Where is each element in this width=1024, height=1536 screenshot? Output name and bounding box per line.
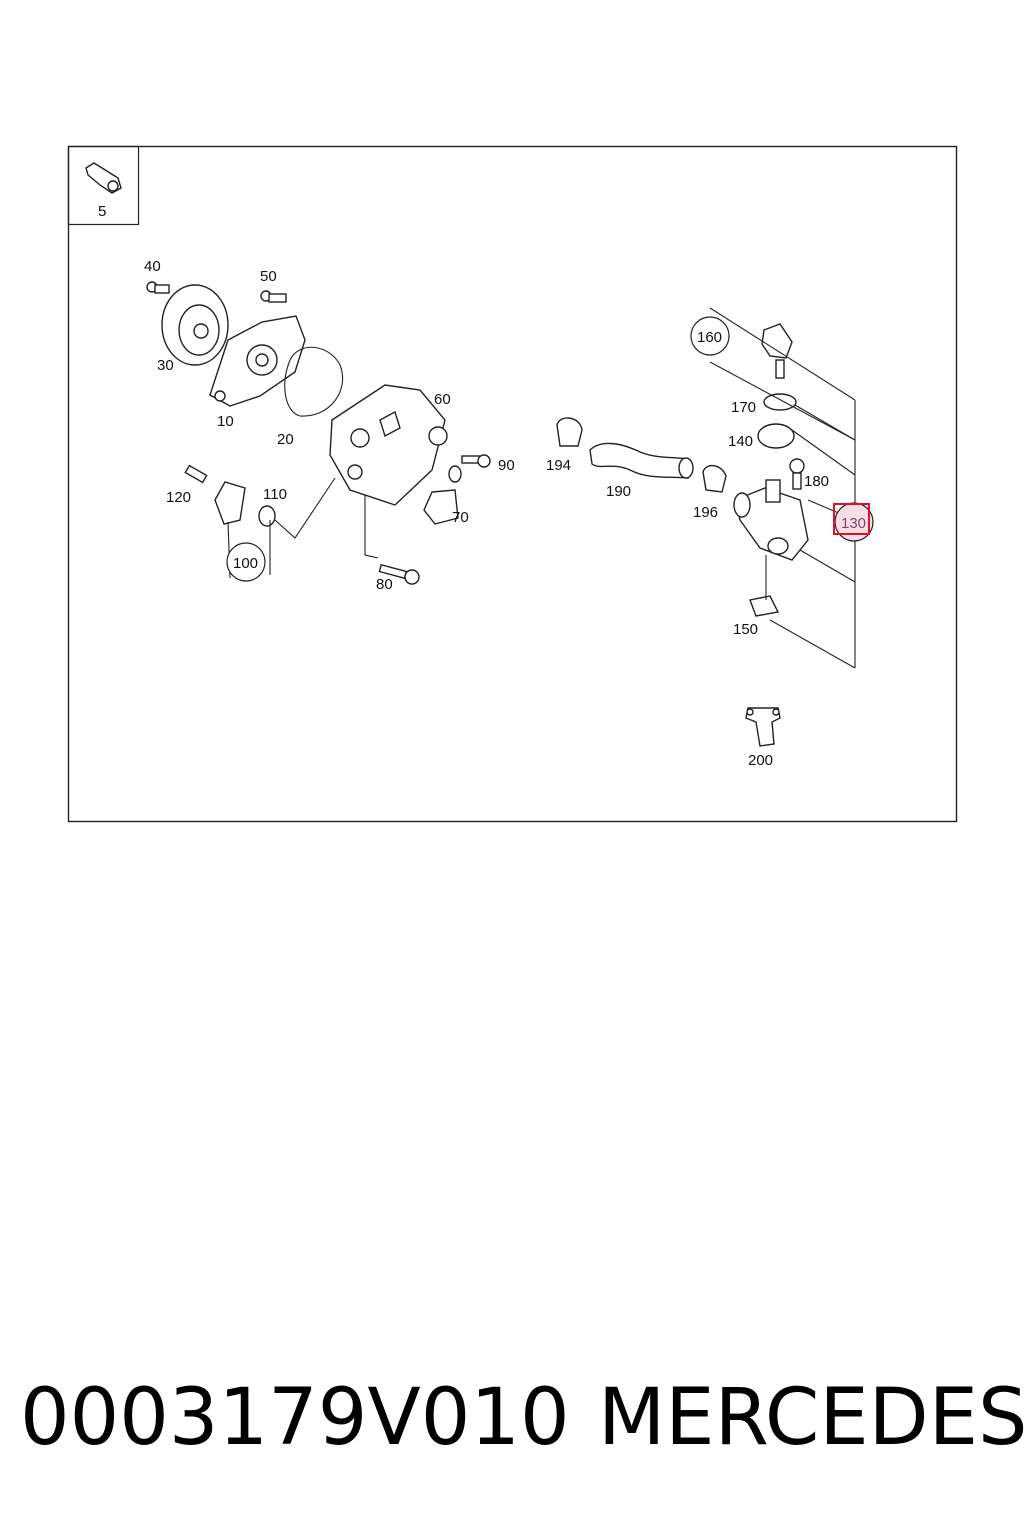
plug-150 — [749, 595, 780, 617]
callout-70[interactable]: 70 — [452, 509, 469, 526]
callout-200[interactable]: 200 — [748, 752, 773, 769]
callout-194[interactable]: 194 — [546, 457, 571, 474]
seal-70 — [423, 465, 462, 525]
callout-130[interactable]: 130 — [841, 515, 866, 532]
callout-40[interactable]: 40 — [144, 258, 161, 275]
callout-170[interactable]: 170 — [731, 399, 756, 416]
callout-100[interactable]: 100 — [233, 555, 258, 572]
housing-60 — [329, 384, 448, 506]
water-pump-10 — [209, 315, 306, 407]
callout-110[interactable]: 110 — [263, 486, 287, 503]
pulley-30 — [161, 284, 229, 366]
gasket-20 — [284, 346, 344, 417]
callout-140[interactable]: 140 — [728, 433, 753, 450]
callout-120[interactable]: 120 — [166, 489, 191, 506]
callout-196[interactable]: 196 — [693, 504, 718, 521]
highlight-box — [833, 503, 870, 535]
callout-circle-100 — [226, 542, 266, 582]
clamp-194 — [556, 417, 583, 447]
callout-10[interactable]: 10 — [217, 413, 234, 430]
flange-130 — [733, 479, 809, 561]
callout-180[interactable]: 180 — [804, 473, 829, 490]
bolt-50 — [260, 290, 287, 303]
callout-90[interactable]: 90 — [498, 457, 515, 474]
bracket-200 — [745, 707, 781, 747]
callout-80[interactable]: 80 — [376, 576, 393, 593]
callout-160[interactable]: 160 — [697, 329, 722, 346]
bolt-90 — [461, 454, 491, 468]
bolt-80 — [378, 563, 420, 585]
clamp-196 — [702, 465, 727, 493]
callout-150[interactable]: 150 — [733, 621, 758, 638]
callout-circle-160 — [690, 316, 730, 356]
parts-diagram: 5 — [67, 145, 958, 823]
oring-170 — [763, 393, 797, 411]
inset-label: 5 — [98, 203, 106, 220]
screw-180 — [789, 458, 805, 490]
diagram-frame — [67, 145, 958, 823]
bolt-40 — [146, 281, 170, 294]
callout-30[interactable]: 30 — [157, 357, 174, 374]
part-number: 0003179V010 — [20, 1373, 570, 1463]
callout-20[interactable]: 20 — [277, 431, 294, 448]
callout-50[interactable]: 50 — [260, 268, 277, 285]
sensor-160 — [761, 323, 793, 379]
inset-box — [67, 145, 140, 226]
inset-part-5 — [85, 162, 122, 194]
hose-190 — [589, 442, 694, 479]
pipe-120-110 — [184, 464, 276, 527]
brand-name: MERCEDES — [598, 1373, 1024, 1463]
seal-140 — [757, 423, 795, 449]
callout-190[interactable]: 190 — [606, 483, 631, 500]
callout-60[interactable]: 60 — [434, 391, 451, 408]
